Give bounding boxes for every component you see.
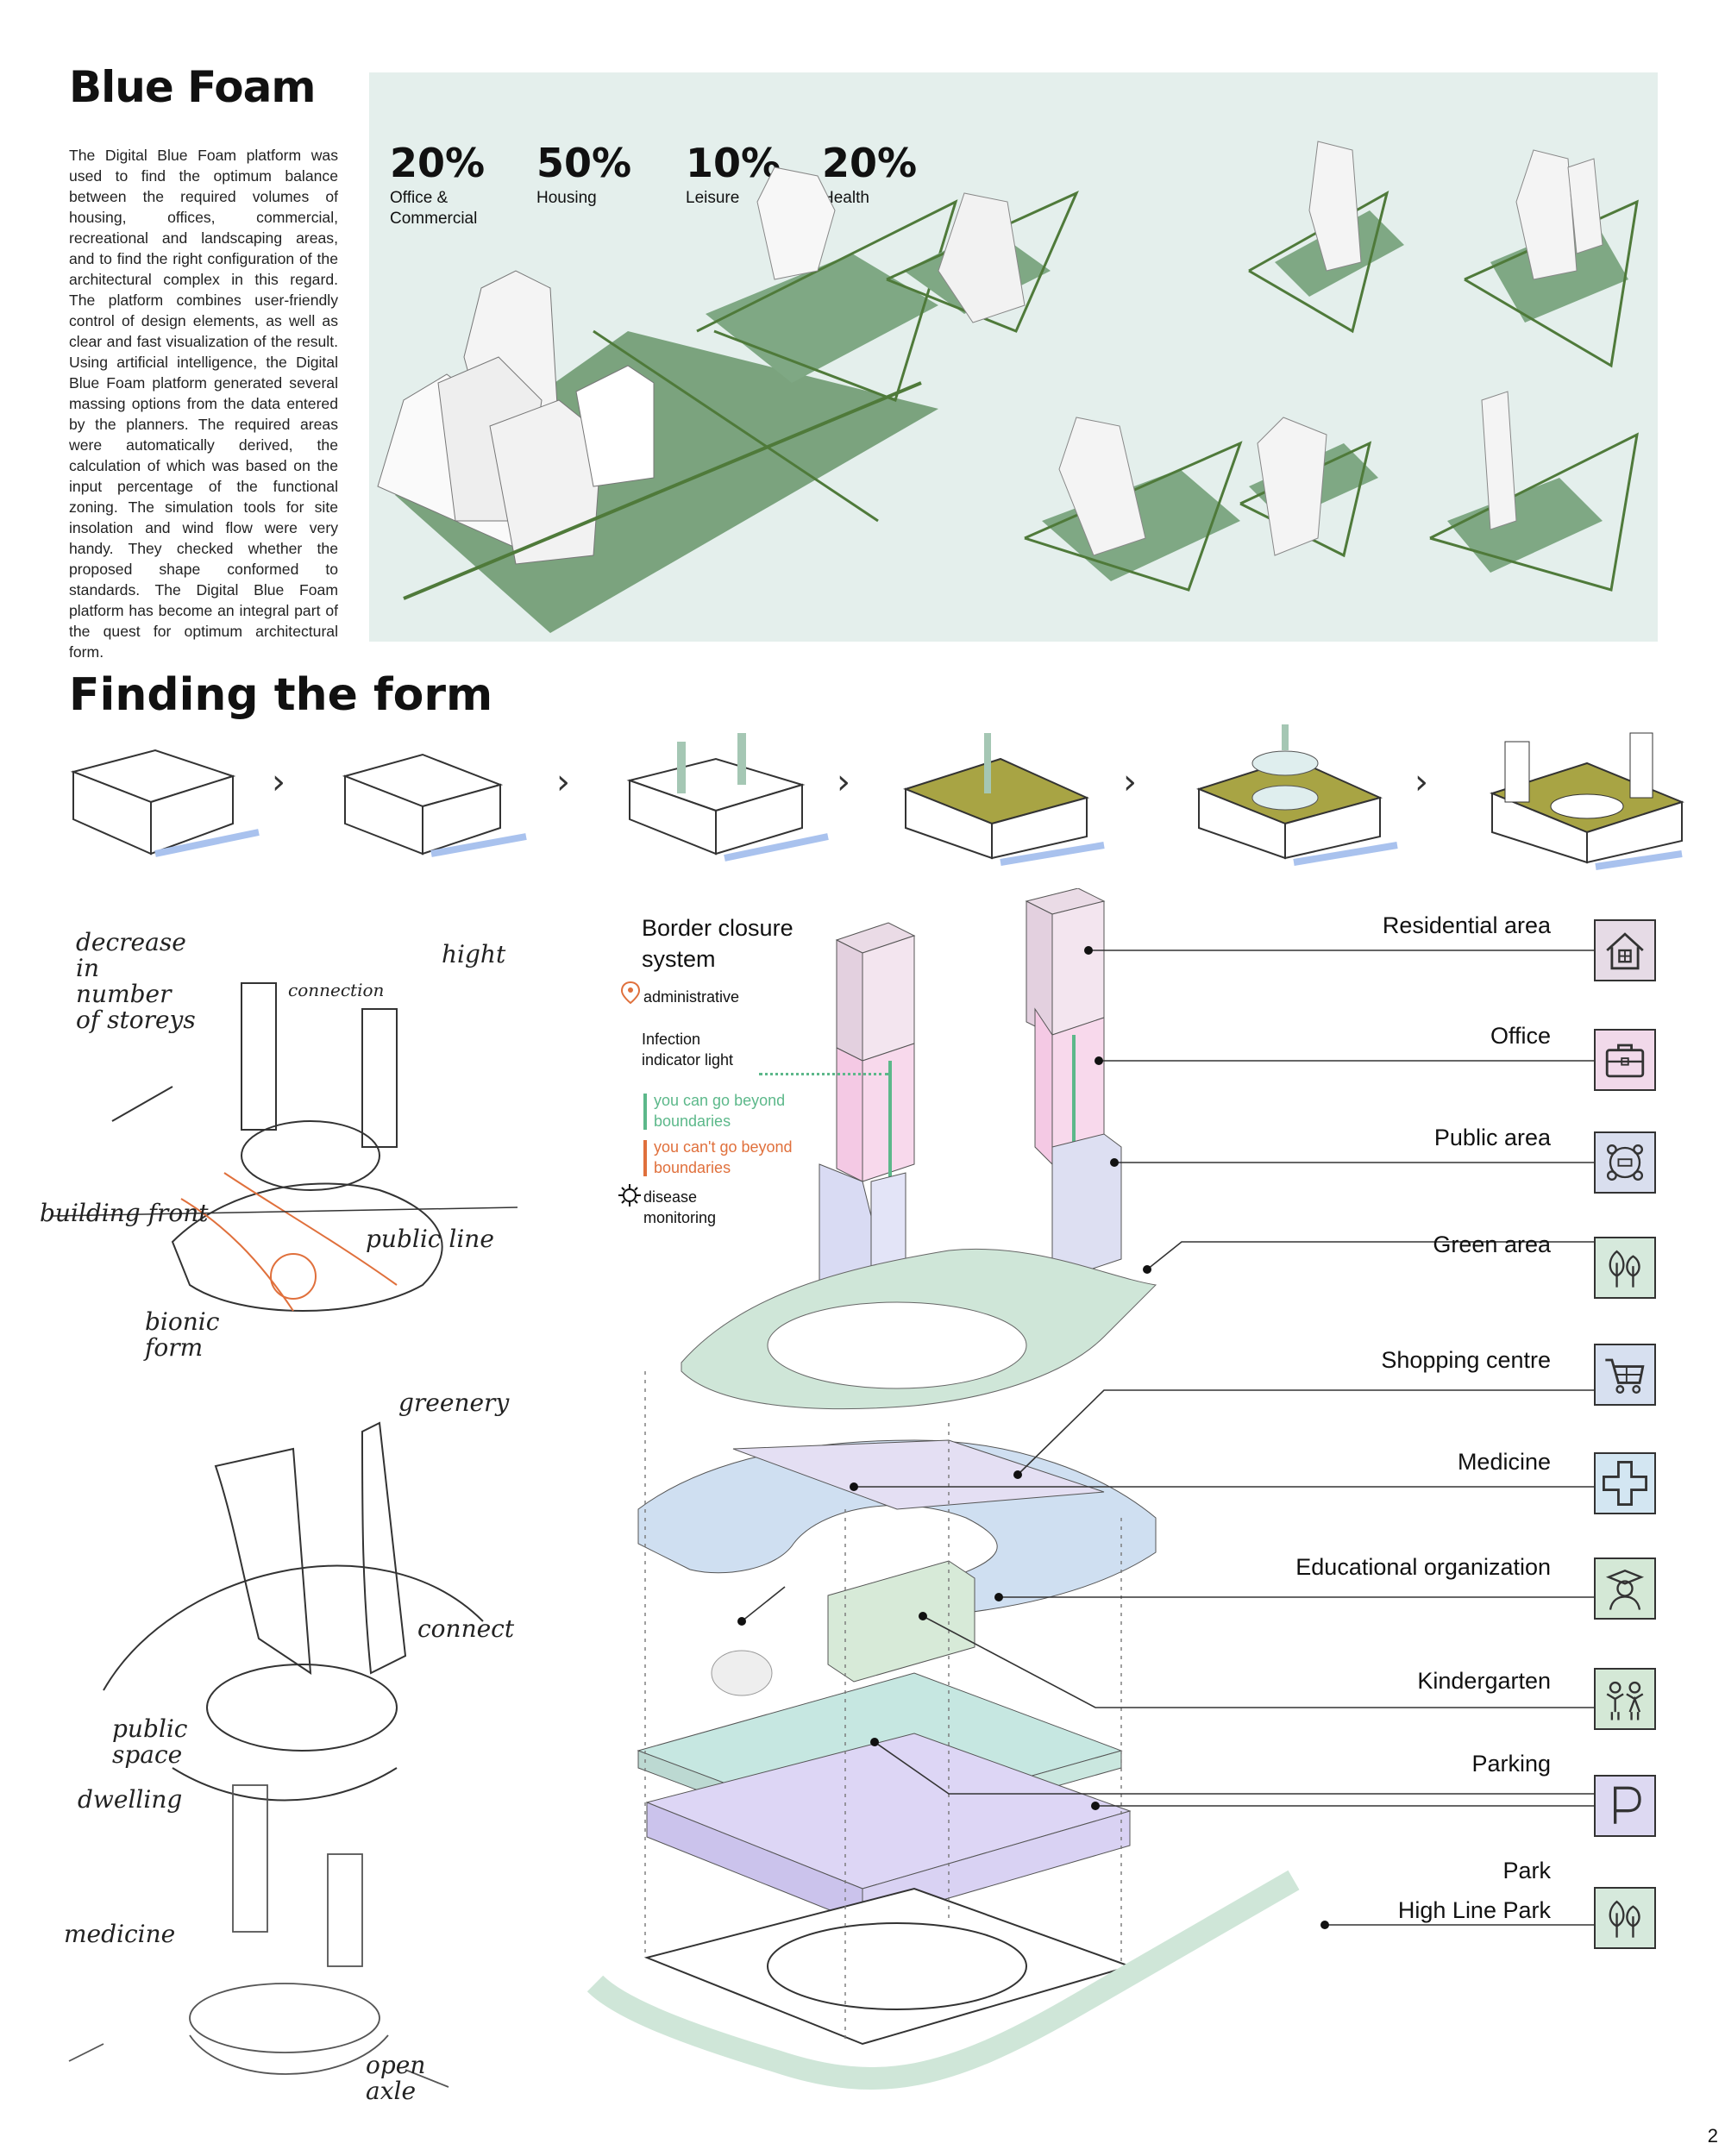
children-icon [1594, 1668, 1656, 1730]
briefcase-icon [1594, 1029, 1656, 1091]
variant-4 [1464, 149, 1639, 368]
sketch-note-connect: connect [417, 1614, 515, 1643]
variant-5 [1024, 417, 1243, 592]
stat-leisure: 10% Leisure [686, 140, 781, 209]
legend-public-area: Public area [1433, 1125, 1551, 1150]
sketch-note-open-axle: open axle [366, 2051, 426, 2105]
legend-park: Park [1502, 1858, 1551, 1883]
sketch-note-building-front: building front [40, 1199, 209, 1227]
step-3-stepped [626, 733, 829, 862]
step-2-split [342, 753, 527, 857]
high-line-park-path [586, 1870, 1300, 2090]
sketch-note-medicine: medicine [64, 1920, 176, 1948]
sketch-note-public-line: public line [366, 1225, 494, 1253]
parking-icon [1594, 1775, 1656, 1837]
stat-office-commercial: 20% Office & Commercial [390, 140, 493, 229]
step-arrow-3: › [837, 762, 850, 802]
legend-medicine: Medicine [1457, 1449, 1551, 1475]
legend-can-go: you can go beyond boundaries [654, 1092, 786, 1130]
stat-value: 50% [536, 140, 632, 186]
variant-2 [886, 191, 1079, 333]
green-roof-slab [681, 1248, 1157, 1410]
stat-label: Housing [536, 189, 597, 207]
cant-go-swatch [643, 1140, 647, 1176]
sketch-3 [68, 1784, 449, 2088]
virus-icon [618, 1184, 641, 1206]
house-icon [1594, 919, 1656, 981]
sketch-2 [103, 1421, 484, 1802]
stat-housing: 50% Housing [536, 140, 631, 209]
indicator-dotted-line [759, 1073, 888, 1075]
intro-paragraph: The Digital Blue Foam platform was used … [69, 147, 338, 661]
trees-icon [1594, 1887, 1656, 1949]
section-title-finding-form: Finding the form [69, 669, 493, 721]
legend-residential-area: Residential area [1382, 912, 1551, 938]
exploded-axonometric [586, 888, 1300, 2090]
sketch-note-hight: hight [442, 940, 506, 968]
variant-6 [1239, 417, 1378, 558]
stat-label: Health [822, 189, 869, 207]
ring-slab [637, 1439, 1157, 1614]
main-massing-model [377, 270, 938, 633]
stat-value: 10% [686, 140, 781, 186]
trees-icon [1594, 1237, 1656, 1299]
sketch-1 [51, 982, 518, 1312]
variant-3 [1248, 141, 1404, 334]
graduate-icon [1594, 1557, 1656, 1620]
massing-renders [377, 141, 1639, 633]
tower-right [1025, 888, 1122, 1277]
egg-object [711, 1650, 773, 1696]
sketch-note-decrease: decrease in number of storeys [76, 928, 196, 1034]
sketch-note-dwelling: dwelling [78, 1785, 183, 1814]
concept-sketches [51, 982, 518, 2088]
step-arrow-4: › [1123, 762, 1137, 802]
sketch-note-public-space: public space [112, 1714, 188, 1769]
step-5-void [1196, 724, 1398, 866]
form-steps-diagram [70, 724, 1684, 870]
sketch-note-greenery: greenery [398, 1388, 510, 1417]
sketch-note-bionic: bionic form [145, 1307, 220, 1362]
legend-green-area: Green area [1433, 1232, 1551, 1257]
stat-health: 20% Health [822, 140, 917, 209]
ground-plan [643, 1887, 1133, 2046]
step-1-block [70, 749, 260, 857]
legend-shopping-centre: Shopping centre [1381, 1347, 1551, 1373]
page-number: 2 [1707, 2125, 1718, 2147]
legend-administrative: administrative [643, 988, 740, 1006]
legend-kindergarten: Kindergarten [1417, 1668, 1551, 1694]
legend-office: Office [1490, 1023, 1551, 1049]
variant-7 [1429, 391, 1639, 592]
step-6-towers [1490, 732, 1684, 870]
legend-parking: Parking [1471, 1751, 1551, 1777]
variant-1 [696, 166, 958, 402]
blue-foam-panel: 20% Office & Commercial 50% Housing 10% … [369, 72, 1658, 642]
projection-guides [644, 1371, 1122, 2044]
sketch-note-connection: connection [288, 980, 385, 1000]
step-arrow-2: › [556, 762, 570, 802]
can-go-swatch [643, 1094, 647, 1130]
step-arrow-1: › [272, 762, 285, 802]
location-pin-icon [621, 981, 640, 1004]
border-closure-title: Border closure system [642, 915, 794, 972]
people-group-icon [1594, 1131, 1656, 1194]
medical-cross-icon [1594, 1452, 1656, 1514]
legend-educational-organization: Educational organization [1295, 1554, 1551, 1580]
stat-label: Leisure [686, 189, 740, 207]
cart-icon [1594, 1344, 1656, 1406]
step-4-green-roof [903, 733, 1105, 866]
stat-label: Office & Commercial [390, 189, 478, 228]
stat-value: 20% [822, 140, 918, 186]
legend-cant-go: you can't go beyond boundaries [654, 1138, 793, 1176]
legend-high-line-park: High Line Park [1397, 1897, 1551, 1923]
legend-disease-monitoring: disease monitoring [643, 1188, 717, 1226]
section-title-blue-foam: Blue Foam [69, 62, 316, 112]
stat-value: 20% [390, 140, 486, 186]
legend-infection-indicator: Infection indicator light [642, 1031, 734, 1069]
step-arrow-5: › [1414, 762, 1428, 802]
